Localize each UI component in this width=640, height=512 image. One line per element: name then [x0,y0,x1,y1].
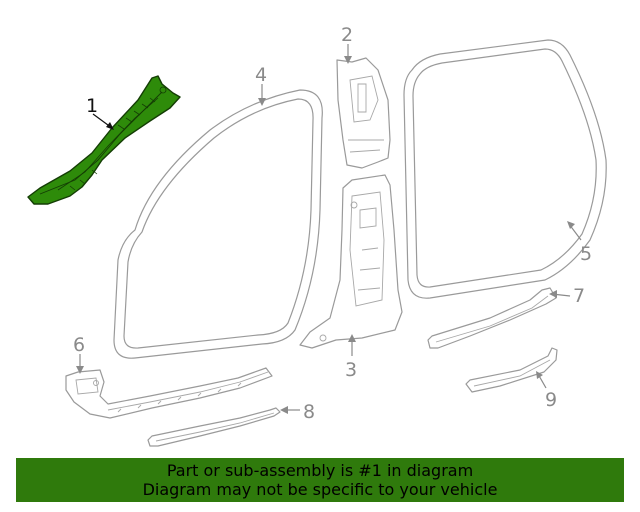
part-3-center-pillar-lower-trim[interactable] [299,174,403,349]
part-8-front-sill-plate[interactable] [147,407,281,447]
arrowhead-5 [567,221,575,229]
callout-2[interactable]: 2 [341,24,353,46]
arrowhead-3 [348,334,356,342]
callout-6[interactable]: 6 [73,334,85,356]
banner-line-1: Part or sub-assembly is #1 in diagram [166,461,474,480]
callout-7[interactable]: 7 [573,285,585,307]
part-9-rear-sill-plate[interactable] [465,347,558,393]
callout-4[interactable]: 4 [255,64,267,86]
arrowhead-4 [258,98,266,106]
callout-3[interactable]: 3 [345,359,357,381]
callout-1[interactable]: 1 [86,95,98,117]
callout-9[interactable]: 9 [545,389,557,411]
part-5-rear-door-opening-weatherstrip[interactable] [403,39,607,299]
arrowhead-6 [76,366,84,374]
arrowhead-9 [536,371,543,379]
arrowhead-7 [549,290,557,298]
part-6-front-scuff-plate[interactable] [65,367,273,419]
banner-line-2: Diagram may not be specific to your vehi… [142,480,498,499]
arrowhead-2 [344,56,352,64]
part-4-door-opening-weatherstrip[interactable] [113,89,323,359]
info-banner: Part or sub-assembly is #1 in diagram Di… [16,458,624,502]
arrowhead-8 [280,406,288,414]
callout-8[interactable]: 8 [303,401,315,423]
callout-5[interactable]: 5 [580,243,592,265]
part-7-rear-scuff-plate[interactable] [427,287,557,349]
part-1-a-pillar-trim[interactable] [27,75,181,205]
part-2-center-pillar-upper-trim[interactable] [336,57,391,169]
arrowhead-1 [106,122,114,130]
